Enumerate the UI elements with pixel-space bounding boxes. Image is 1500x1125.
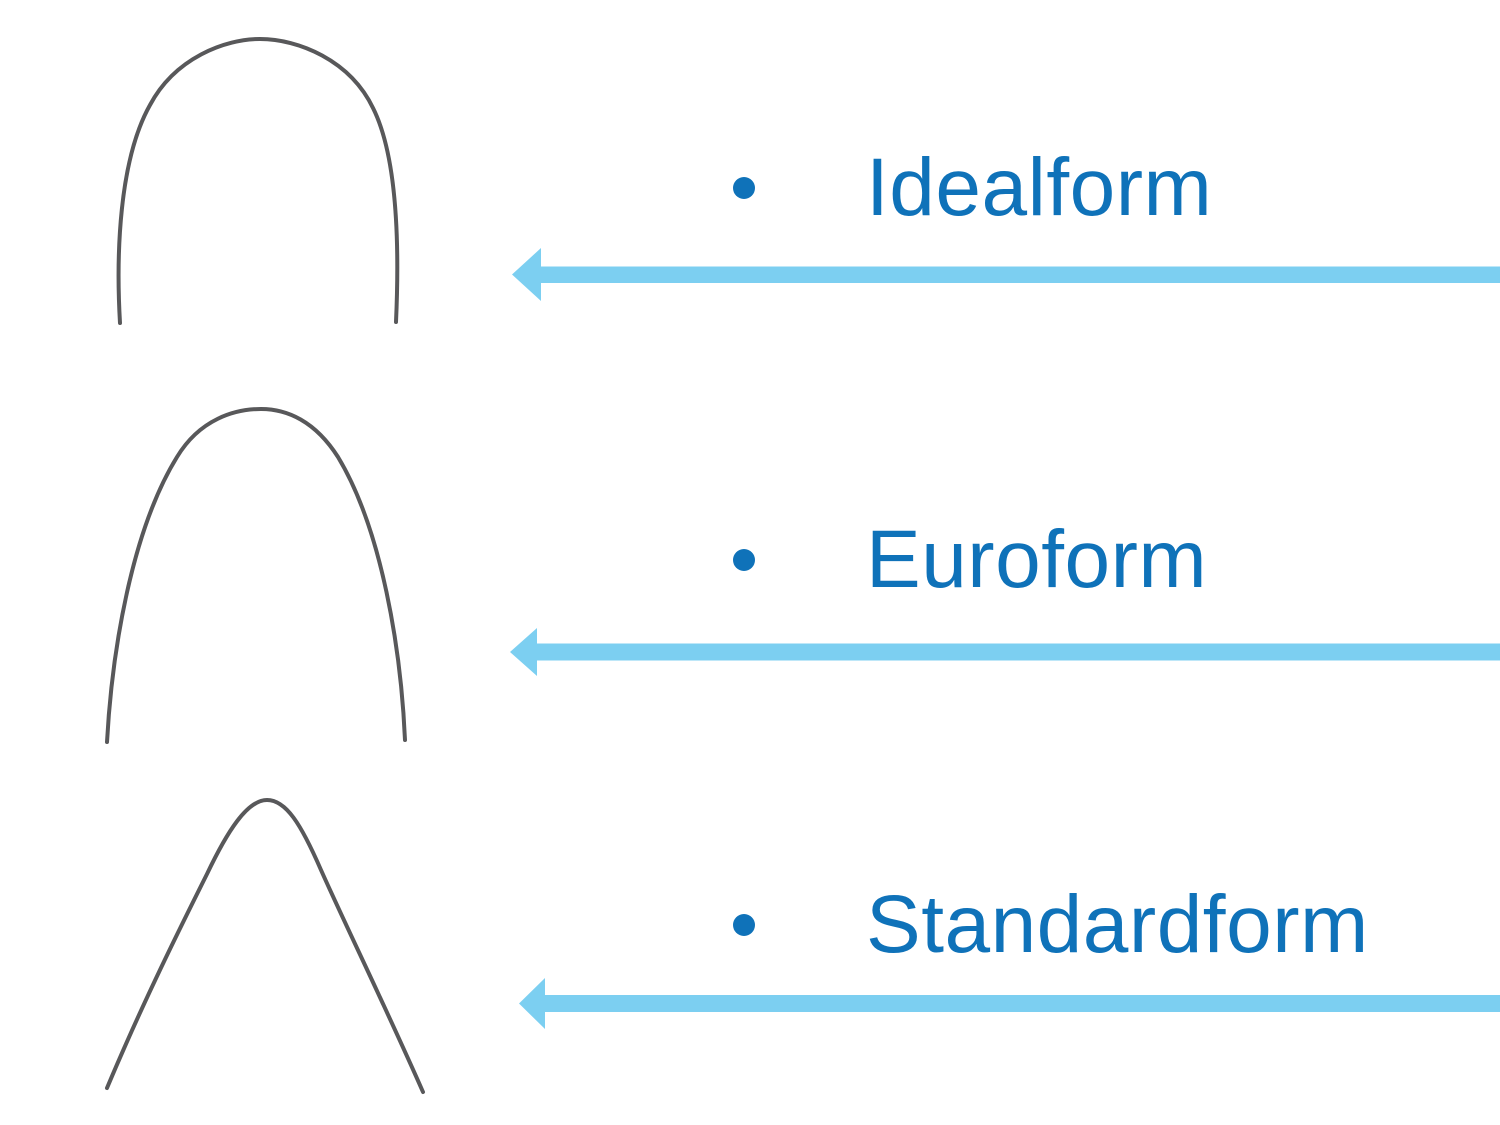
list-item: Idealform: [733, 147, 1212, 229]
left-arrow-icon: [519, 978, 1500, 1029]
left-arrow-icon: [510, 628, 1500, 676]
standardform-archwire-icon: [105, 797, 425, 1094]
bullet-icon: [733, 177, 755, 199]
item-label-euroform: Euroform: [866, 514, 1208, 605]
left-arrow-icon: [512, 248, 1500, 301]
list-item: Euroform: [733, 519, 1207, 601]
euroform-archwire-icon: [105, 406, 407, 744]
list-item: Standardform: [733, 884, 1369, 966]
item-label-standardform: Standardform: [866, 879, 1369, 970]
idealform-archwire-icon: [116, 36, 400, 325]
item-label-idealform: Idealform: [866, 142, 1213, 233]
bullet-icon: [733, 914, 755, 936]
bullet-icon: [733, 549, 755, 571]
